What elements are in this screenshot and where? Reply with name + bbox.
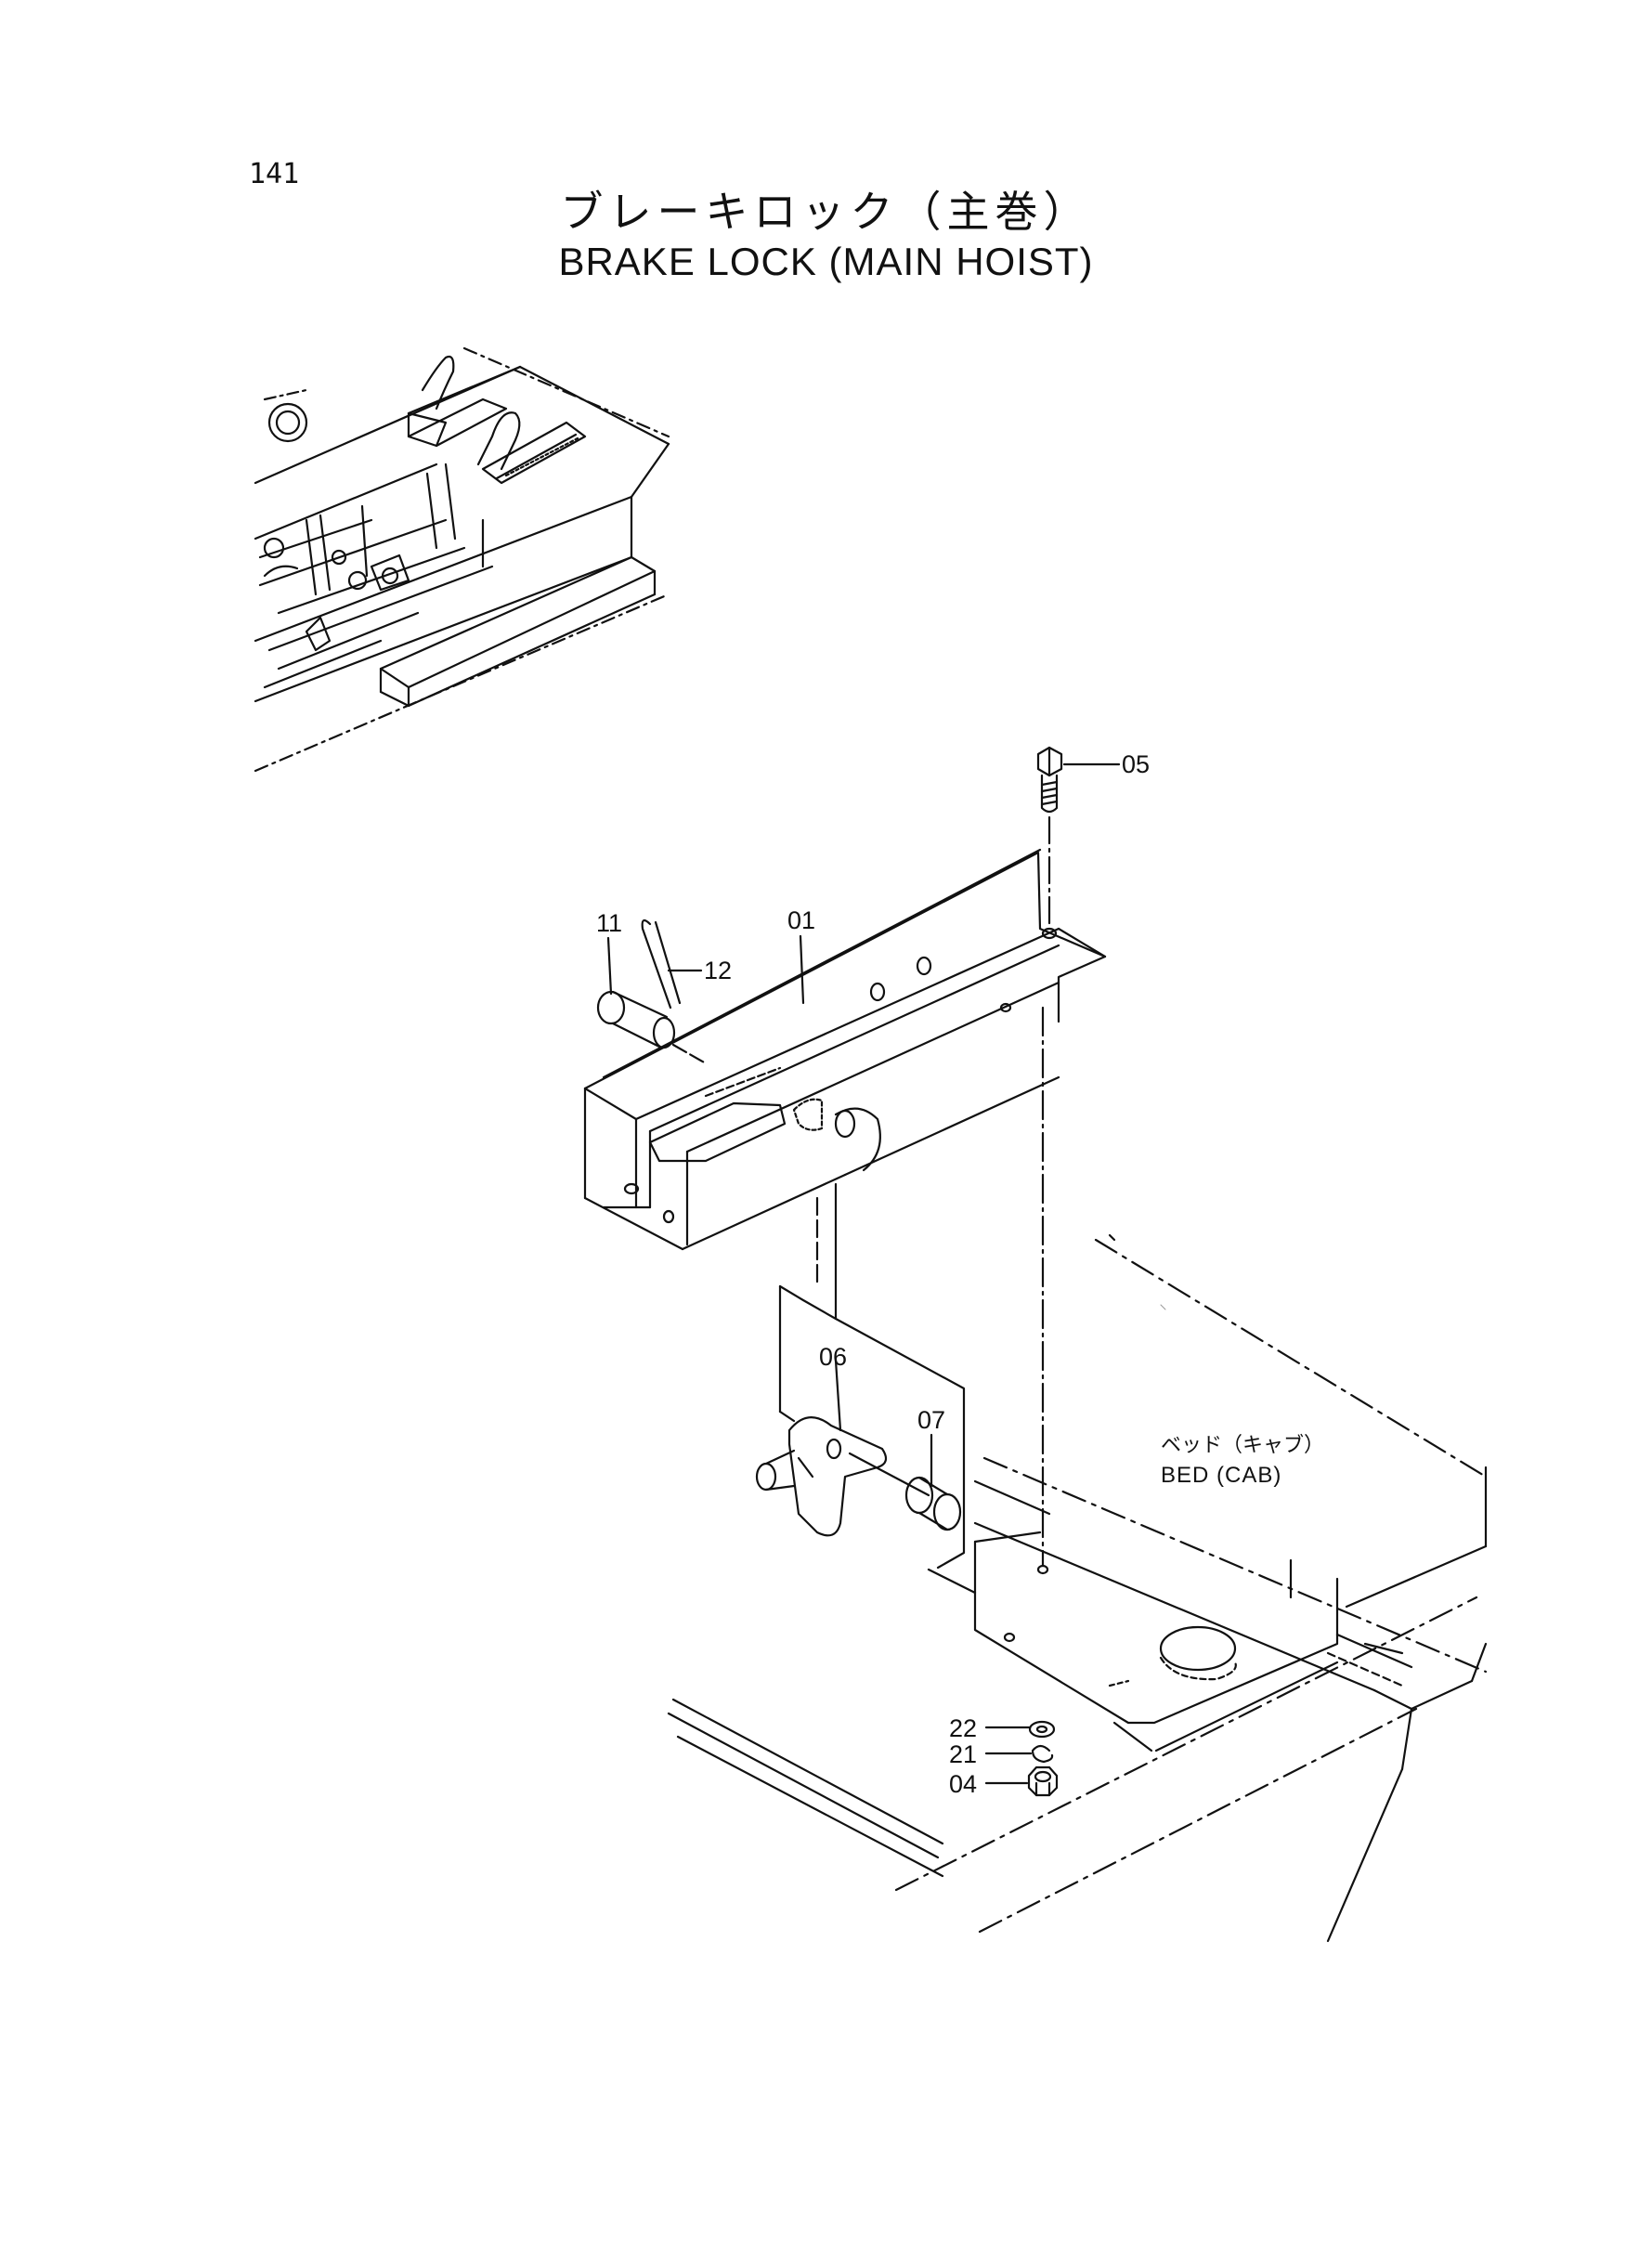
callout-06: 06 [819,1343,847,1371]
bolt-05 [1036,746,1121,814]
cotter-pin-12 [641,919,703,1010]
callout-11: 11 [596,909,622,937]
inset-overview-drawing [254,346,670,773]
washer-22 [984,1720,1056,1739]
lever-06 [755,1416,888,1537]
spring-washer-21 [984,1744,1054,1764]
callout-07: 07 [917,1406,945,1434]
bed-label-english: BED (CAB) [1161,1463,1282,1488]
plate-06 [778,1182,966,1570]
title-english: BRAKE LOCK (MAIN HOIST) [558,240,1094,283]
callout-01: 01 [787,906,815,934]
callout-05: 05 [1122,750,1150,778]
bed-label-japanese: ベッド（キャブ） [1161,1434,1325,1457]
bed-frame [667,1233,1488,1943]
nut-04 [984,1765,1059,1797]
page-number: 141 [249,158,300,190]
collar-07 [904,1433,962,1531]
callout-04: 04 [949,1770,977,1798]
title-japanese: ブレーキロック（主巻） [560,187,1092,237]
callout-21: 21 [949,1740,977,1768]
callout-22: 22 [949,1714,977,1742]
pin-11 [596,936,708,1065]
callout-12: 12 [704,957,732,984]
bracket-01 [583,848,1107,1251]
